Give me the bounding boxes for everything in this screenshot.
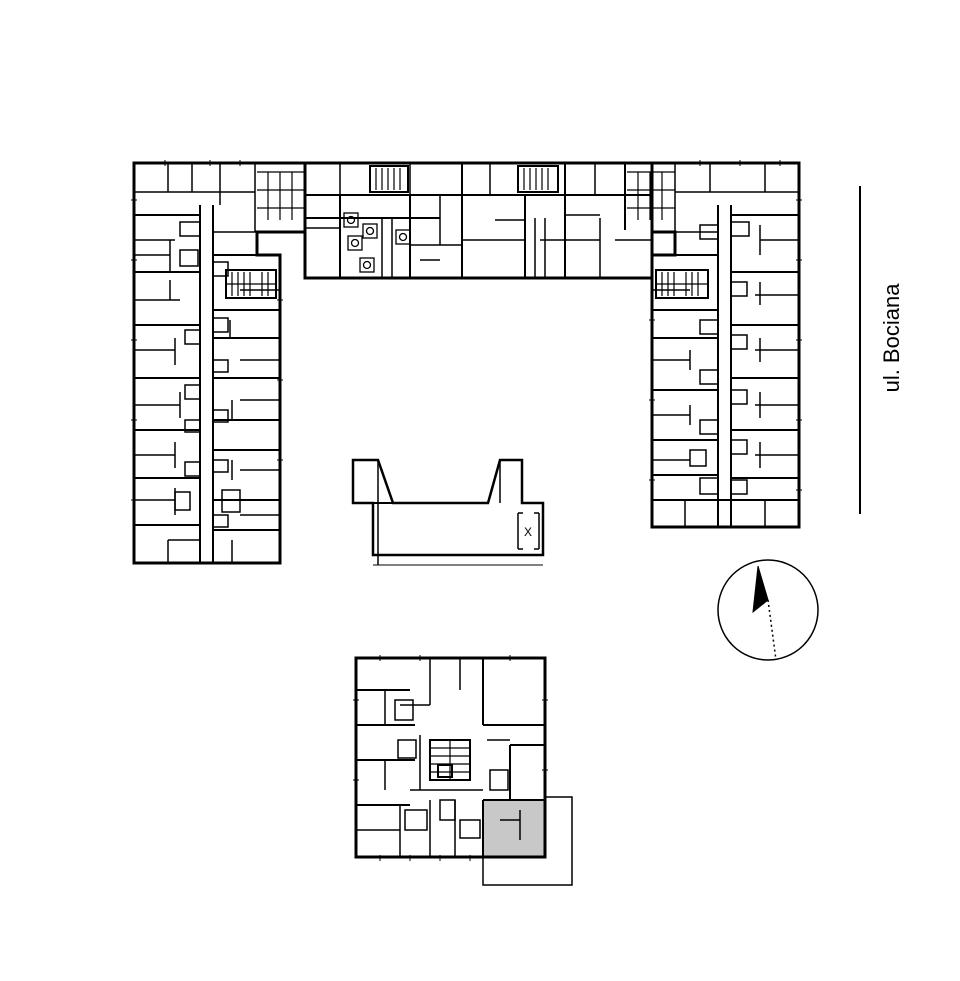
north-arrow-icon bbox=[717, 559, 819, 661]
building-left-wing bbox=[131, 160, 307, 565]
building-south bbox=[353, 655, 573, 886]
marker-letter: X bbox=[524, 525, 532, 539]
street-name-label: ul. Bociana bbox=[879, 283, 904, 393]
highlighted-unit[interactable] bbox=[483, 800, 545, 857]
central-pavilion bbox=[351, 458, 545, 566]
building-top-connector bbox=[303, 161, 675, 280]
building-right-wing bbox=[649, 160, 802, 529]
